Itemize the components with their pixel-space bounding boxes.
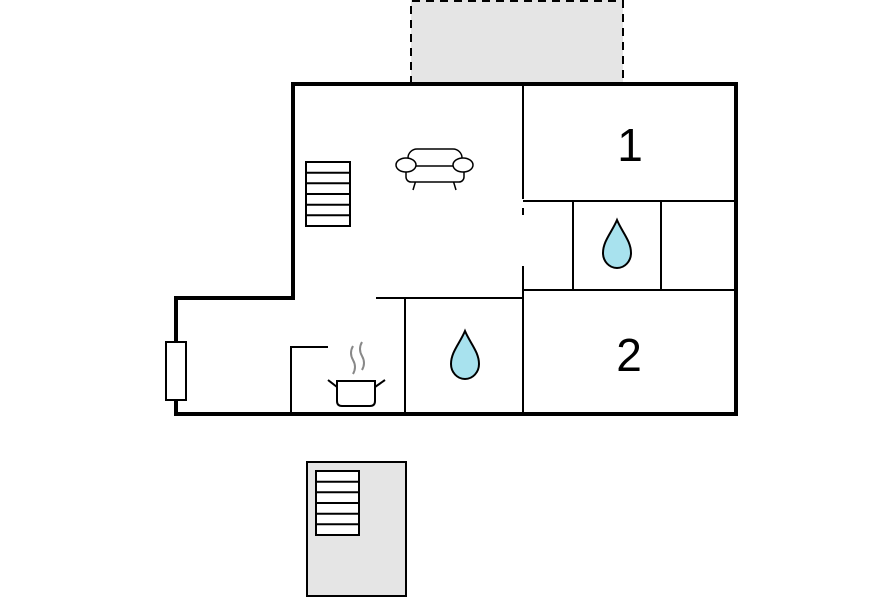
stairs-icon xyxy=(315,470,360,536)
outer-walls xyxy=(174,82,738,416)
cooking-pot-icon xyxy=(327,341,386,407)
terrace-top xyxy=(410,0,624,84)
stairs-icon xyxy=(305,161,351,227)
room-1-label: 1 xyxy=(617,119,643,171)
water-drop-icon xyxy=(449,328,481,381)
water-drop-icon xyxy=(601,217,633,270)
interior-walls xyxy=(290,84,736,414)
room-2-label: 2 xyxy=(616,329,642,381)
sofa-icon xyxy=(395,148,474,191)
radiator-icon xyxy=(165,341,187,401)
